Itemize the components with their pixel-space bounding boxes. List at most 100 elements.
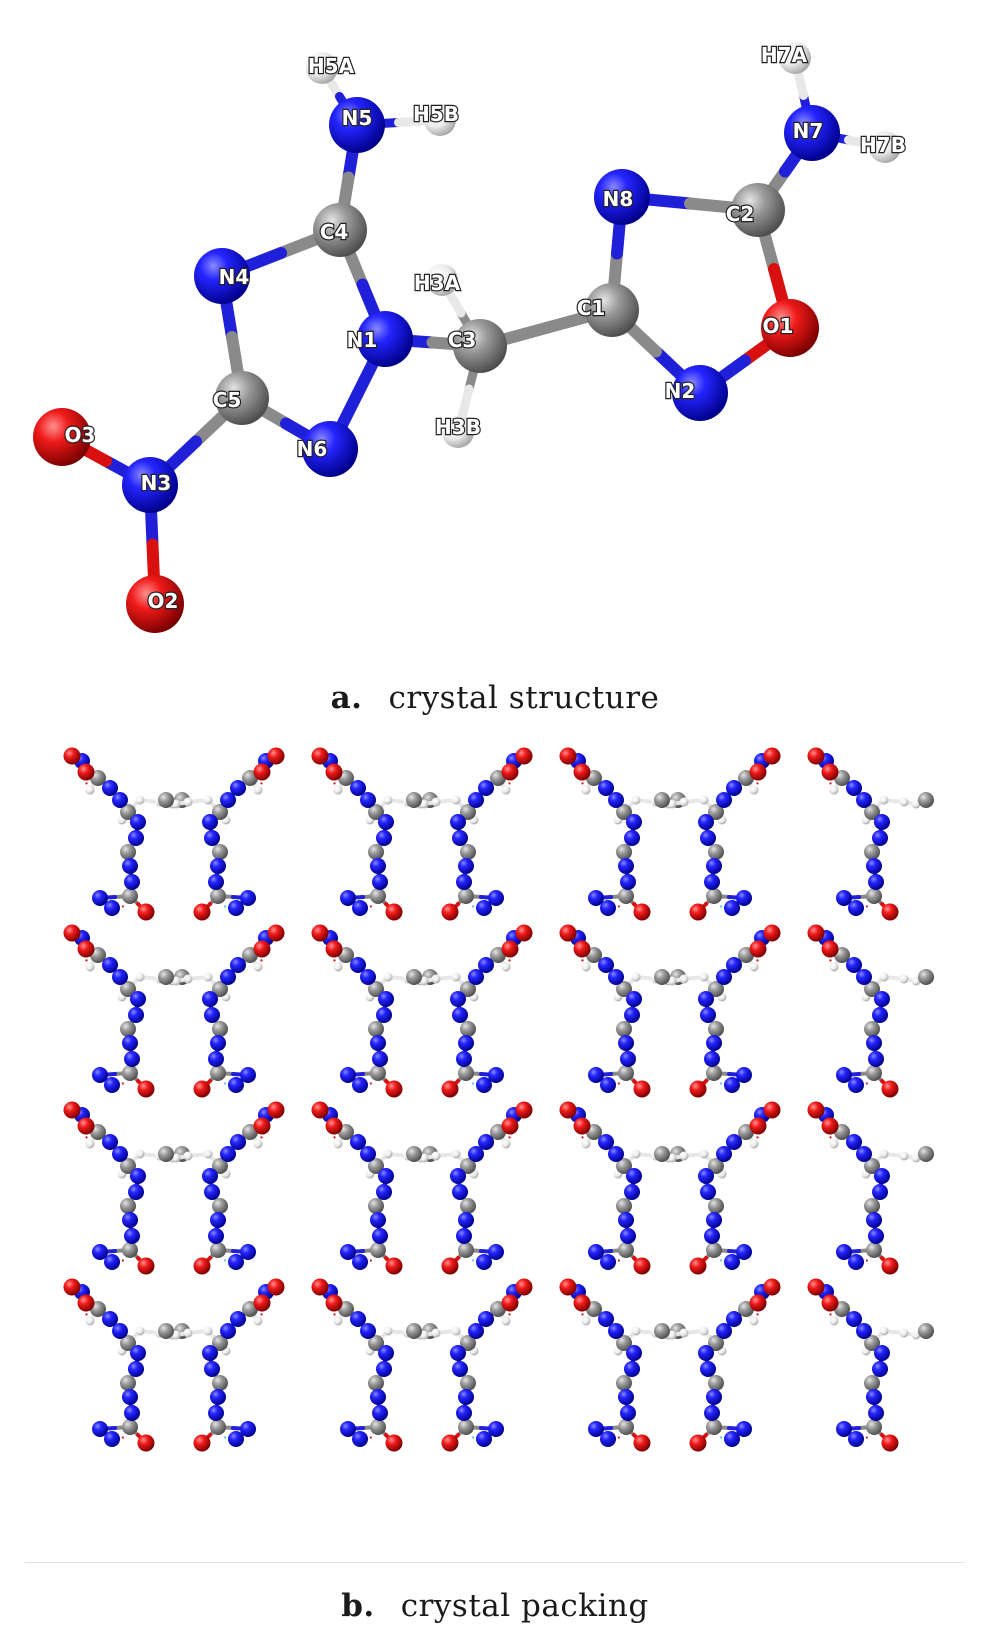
- packing-atom-carbon: [864, 1375, 880, 1391]
- packing-hbond: [855, 1259, 871, 1263]
- packing-atom-oxygen: [325, 763, 343, 781]
- packing-atom-nitrogen: [488, 1421, 504, 1437]
- packing-atom-nitrogen: [600, 1431, 616, 1447]
- packing-atom-nitrogen: [608, 792, 624, 808]
- atom-label-n3: N3: [141, 471, 172, 495]
- packing-atom-carbon: [460, 1335, 476, 1351]
- packing-atom-carbon: [212, 1335, 228, 1351]
- packing-atom-nitrogen: [726, 1134, 742, 1150]
- packing-atom-oxygen: [385, 1257, 403, 1275]
- packing-atom-carbon: [616, 804, 632, 820]
- packing-atom-hydrogen: [451, 1326, 461, 1336]
- packing-atom-oxygen: [821, 940, 839, 958]
- packing-atom-carbon: [864, 1198, 880, 1214]
- packing-atom-nitrogen: [360, 1323, 376, 1339]
- packing-atom-nitrogen: [872, 1007, 888, 1023]
- packing-atom-hydrogen: [383, 972, 393, 982]
- packing-atom-nitrogen: [700, 1007, 716, 1023]
- packing-atom-nitrogen: [124, 1228, 140, 1244]
- packing-cell-r4-c7: [807, 1278, 934, 1452]
- packing-atom-oxygen: [77, 763, 95, 781]
- packing-atom-nitrogen: [102, 1134, 118, 1150]
- packing-atom-carbon: [460, 1021, 476, 1037]
- packing-atom-nitrogen: [112, 969, 128, 985]
- packing-atom-oxygen: [515, 924, 533, 942]
- packing-atom-nitrogen: [874, 1168, 890, 1184]
- packing-cell-r3-c4: [406, 1101, 533, 1275]
- packing-atom-oxygen: [573, 1117, 591, 1135]
- packing-cell-r1-c6: [654, 747, 781, 921]
- packing-atom-nitrogen: [204, 1184, 220, 1200]
- packing-atom-hydrogen: [203, 1149, 213, 1159]
- packing-atom-carbon: [122, 1419, 138, 1435]
- packing-atom-nitrogen: [456, 1405, 472, 1421]
- packing-atom-carbon: [654, 1146, 670, 1162]
- packing-atom-nitrogen: [210, 1389, 226, 1405]
- packing-atom-hydrogen: [899, 797, 909, 807]
- packing-cell-r4-c1: [63, 1278, 190, 1452]
- packing-atom-oxygen: [573, 1294, 591, 1312]
- packing-hbond: [855, 1082, 871, 1086]
- packing-atom-oxygen: [63, 924, 81, 942]
- packing-atom-nitrogen: [104, 1077, 120, 1093]
- packing-atom-carbon: [368, 1021, 384, 1037]
- packing-atom-nitrogen: [130, 991, 146, 1007]
- packing-atom-carbon: [618, 1065, 634, 1081]
- packing-atom-oxygen: [515, 1101, 533, 1119]
- packing-atom-nitrogen: [202, 814, 218, 830]
- packing-atom-nitrogen: [350, 780, 366, 796]
- packing-atom-carbon: [654, 792, 670, 808]
- atom-label-c3: C3: [448, 328, 477, 352]
- packing-atom-nitrogen: [626, 1168, 642, 1184]
- packing-atom-oxygen: [821, 1294, 839, 1312]
- packing-atom-nitrogen: [872, 1361, 888, 1377]
- packing-atom-carbon: [122, 1065, 138, 1081]
- packing-atom-nitrogen: [588, 1244, 604, 1260]
- packing-atom-nitrogen: [130, 1345, 146, 1361]
- atom-label-h5a: H5A: [308, 54, 355, 78]
- packing-atom-oxygen: [689, 1080, 707, 1098]
- packing-atom-nitrogen: [836, 1244, 852, 1260]
- packing-atom-nitrogen: [488, 1244, 504, 1260]
- packing-atom-carbon: [158, 792, 174, 808]
- atom-label-h5b: H5B: [413, 102, 459, 126]
- packing-atom-nitrogen: [848, 1431, 864, 1447]
- packing-atom-carbon: [460, 804, 476, 820]
- packing-atom-carbon: [616, 1335, 632, 1351]
- packing-atom-nitrogen: [624, 1007, 640, 1023]
- packing-atom-hydrogen: [333, 1139, 343, 1149]
- packing-atom-carbon: [370, 1065, 386, 1081]
- packing-atom-nitrogen: [478, 957, 494, 973]
- packing-atom-carbon: [458, 1065, 474, 1081]
- atom-h5b: [424, 104, 456, 136]
- packing-atom-oxygen: [385, 1434, 403, 1452]
- packing-atom-nitrogen: [228, 1431, 244, 1447]
- packing-hbond: [111, 1436, 127, 1440]
- packing-row-3: [63, 1101, 934, 1275]
- packing-atom-oxygen: [267, 1278, 285, 1296]
- packing-atom-hydrogen: [699, 972, 709, 982]
- packing-atom-nitrogen: [618, 1389, 634, 1405]
- packing-cell-r4-c6: [654, 1278, 781, 1452]
- packing-atom-hydrogen: [183, 1151, 193, 1161]
- packing-atom-hydrogen: [85, 1139, 95, 1149]
- packing-atom-hydrogen: [679, 1328, 689, 1338]
- packing-atom-carbon: [866, 1419, 882, 1435]
- packing-atom-hydrogen: [699, 1326, 709, 1336]
- packing-atom-oxygen: [193, 1080, 211, 1098]
- packing-atom-nitrogen: [220, 969, 236, 985]
- packing-atom-nitrogen: [230, 957, 246, 973]
- packing-cell-r2-c5: [559, 924, 686, 1098]
- caption-a-letter: a.: [330, 680, 363, 716]
- packing-atom-nitrogen: [468, 1146, 484, 1162]
- packing-atom-oxygen: [821, 1117, 839, 1135]
- packing-atom-nitrogen: [856, 1323, 872, 1339]
- packing-atom-nitrogen: [204, 1361, 220, 1377]
- packing-atom-carbon: [158, 1323, 174, 1339]
- packing-atom-hydrogen: [383, 795, 393, 805]
- packing-atom-nitrogen: [716, 792, 732, 808]
- packing-atom-oxygen: [501, 763, 519, 781]
- packing-atom-carbon: [120, 1021, 136, 1037]
- packing-hbond: [855, 1436, 871, 1440]
